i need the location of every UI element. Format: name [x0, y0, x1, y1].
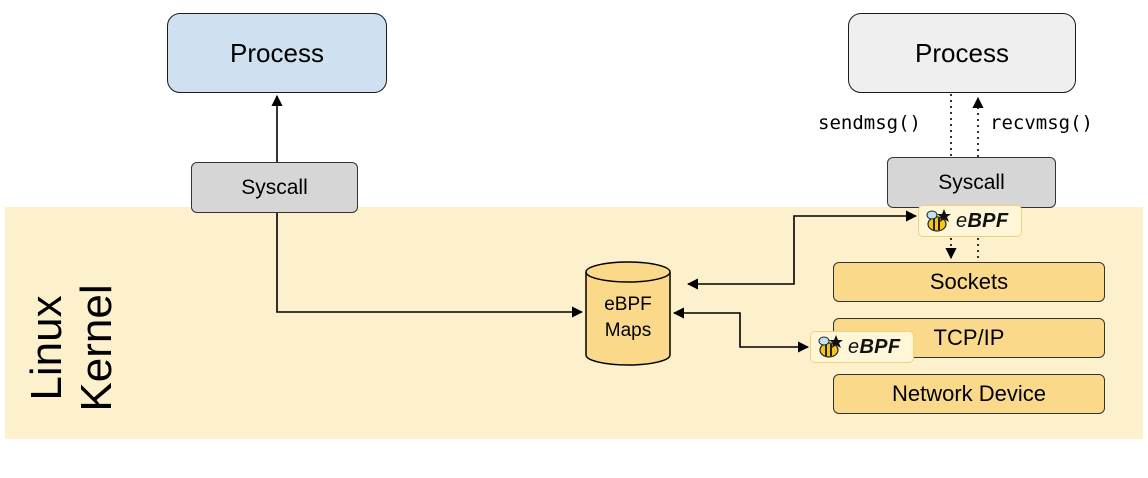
- right-syscall-label: Syscall: [938, 170, 1005, 194]
- maps-to-tcp-ebpf-arrow: [672, 307, 810, 353]
- left-process-label: Process: [230, 37, 324, 68]
- ebpf-maps-line1: eBPF: [604, 294, 652, 315]
- left-syscall-to-maps-arrow: [276, 213, 584, 318]
- right-process-box: Process: [848, 13, 1076, 93]
- right-process-label: Process: [915, 37, 1009, 68]
- network-device-label: Network Device: [891, 381, 1047, 406]
- bee-icon: [926, 209, 951, 232]
- ebpf-badge-tcp-text: eBPF: [848, 335, 901, 358]
- ebpf-maps-label: eBPF Maps: [585, 292, 671, 344]
- ebpf-badge-syscall-text: eBPF: [956, 209, 1009, 232]
- maps-to-syscall-ebpf-arrow: [686, 210, 918, 290]
- right-syscall-box: Syscall: [887, 157, 1056, 208]
- ebpf-maps-cylinder: [585, 261, 671, 366]
- left-syscall-label: Syscall: [241, 175, 308, 199]
- recvmsg-label: recvmsg(): [990, 112, 1093, 134]
- ebpf-badge-tcp: eBPF: [810, 331, 914, 363]
- sockets-label: Sockets: [929, 269, 1009, 294]
- network-device-layer: Network Device: [833, 374, 1105, 414]
- sockets-layer: Sockets: [833, 262, 1105, 302]
- ebpf-maps-line2: Maps: [604, 320, 652, 341]
- left-process-box: Process: [167, 13, 387, 93]
- connectors: [271, 94, 984, 366]
- tcp-ip-label: TCP/IP: [933, 325, 1005, 350]
- bee-icon: [818, 335, 843, 358]
- sendmsg-label: sendmsg(): [818, 112, 921, 134]
- left-syscall-box: Syscall: [191, 162, 358, 213]
- ebpf-badge-syscall: eBPF: [918, 205, 1022, 237]
